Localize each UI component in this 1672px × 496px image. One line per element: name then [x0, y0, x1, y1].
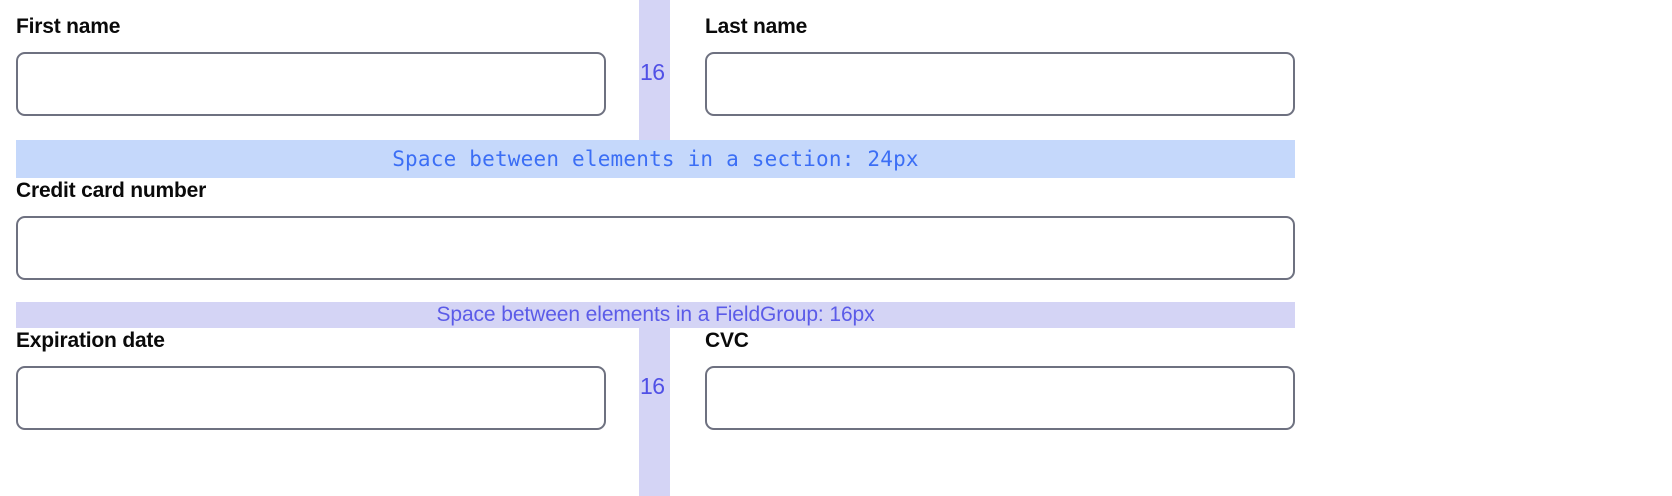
input-cvc[interactable] — [705, 366, 1295, 430]
fieldgroup-spacing-label: Space between elements in a FieldGroup: … — [436, 303, 875, 326]
name-row: First name Last name — [16, 14, 1295, 116]
input-expiration-date[interactable] — [16, 366, 606, 430]
input-credit-card-number[interactable] — [16, 216, 1295, 280]
input-last-name[interactable] — [705, 52, 1295, 116]
section-spacing-label: Space between elements in a section: 24p… — [392, 147, 919, 171]
field-last-name: Last name — [705, 14, 1295, 116]
input-first-name[interactable] — [16, 52, 606, 116]
fieldgroup-spacing-band: Space between elements in a FieldGroup: … — [16, 302, 1295, 328]
name-row-gutter: 16 — [639, 0, 670, 140]
expiry-row-gutter: 16 — [639, 328, 670, 496]
label-expiration-date: Expiration date — [16, 329, 165, 352]
expiry-row: Expiration date CVC — [16, 328, 1295, 430]
section-spacing-band: Space between elements in a section: 24p… — [16, 140, 1295, 178]
name-row-gutter-label: 16 — [640, 59, 665, 85]
label-first-name: First name — [16, 15, 121, 38]
expiry-row-gutter-label: 16 — [640, 373, 665, 399]
card-row: Credit card number — [16, 178, 1295, 280]
field-first-name: First name — [16, 14, 606, 116]
form-area: First name Last name Credit card number … — [16, 0, 1295, 496]
label-cvc: CVC — [705, 329, 749, 352]
field-cvc: CVC — [705, 328, 1295, 430]
field-expiration-date: Expiration date — [16, 328, 606, 430]
field-credit-card-number: Credit card number — [16, 178, 1295, 280]
label-last-name: Last name — [705, 15, 808, 38]
label-credit-card-number: Credit card number — [16, 179, 207, 202]
